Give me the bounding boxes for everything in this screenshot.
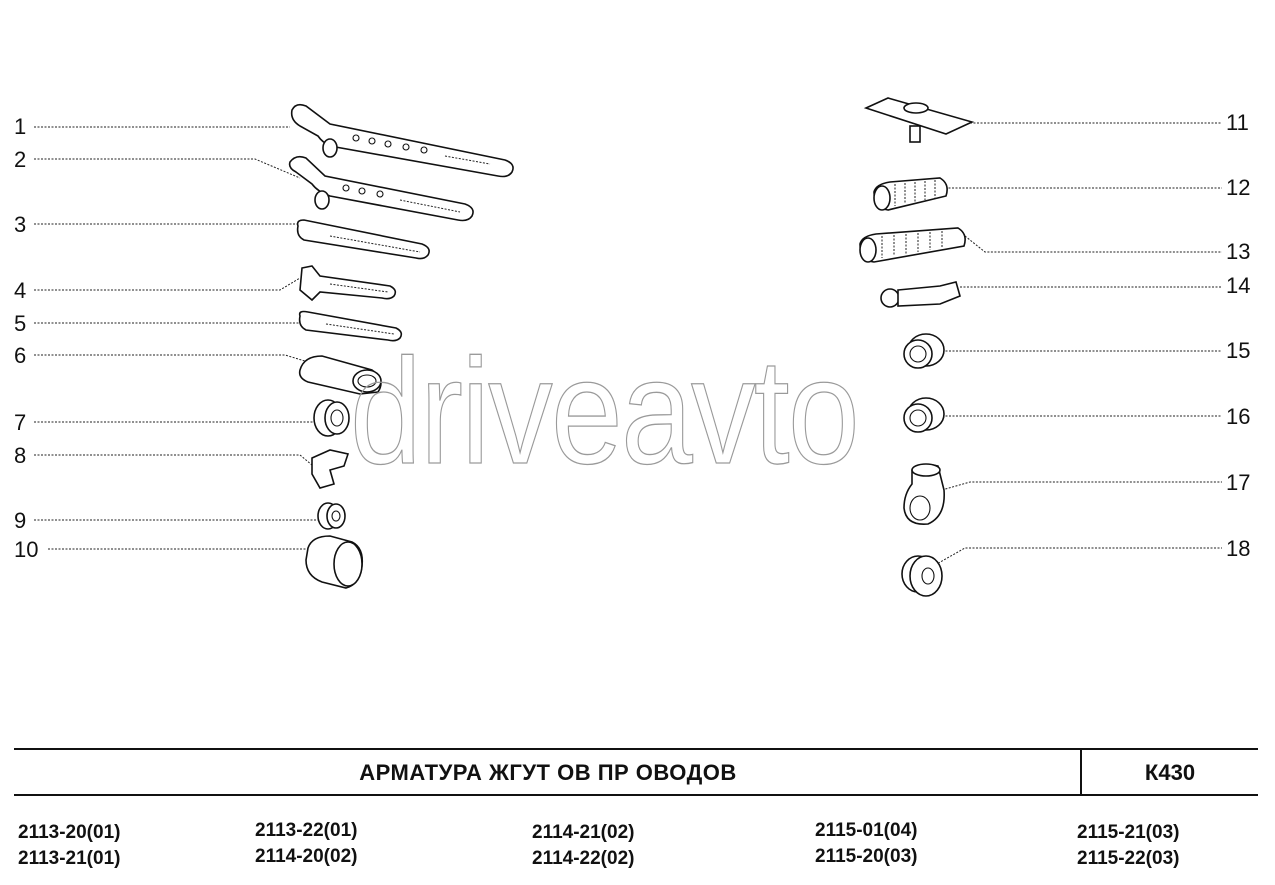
model-group-4: 2115-01(04) 2115-20(03)	[815, 818, 917, 870]
label-2: 2	[14, 147, 26, 172]
model-code: 2115-21(03)	[1077, 822, 1180, 843]
part-10-cap	[305, 535, 364, 589]
part-11-plate-stud	[863, 97, 975, 143]
model-code: 2114-22(02)	[532, 848, 635, 869]
model-code: 2115-22(03)	[1077, 848, 1180, 869]
page-title: АРМАТУРА ЖГУТ ОВ ПР ОВОДОВ	[359, 760, 737, 785]
leader-lines-left	[34, 126, 320, 550]
watermark: driveavto	[349, 326, 860, 495]
part-3-cable-tie	[296, 219, 430, 260]
label-10: 10	[14, 537, 38, 562]
model-group-3: 2114-21(02) 2114-22(02)	[532, 820, 634, 872]
part-14-boot	[880, 281, 961, 308]
model-code: 2113-22(01)	[255, 820, 358, 841]
part-6-sleeve	[298, 355, 382, 395]
label-16: 16	[1226, 404, 1250, 429]
title-block: АРМАТУРА ЖГУТ ОВ ПР ОВОДОВ К430	[14, 748, 1258, 796]
title-divider	[1080, 750, 1082, 794]
label-4: 4	[14, 278, 26, 303]
part-2-strap-tie	[288, 155, 474, 222]
label-11: 11	[1226, 110, 1249, 135]
part-17-elbow-grommet	[903, 463, 945, 525]
label-5: 5	[14, 311, 26, 336]
part-16-grommet	[903, 397, 945, 433]
model-code: 2115-20(03)	[815, 846, 918, 867]
label-15: 15	[1226, 338, 1250, 363]
part-7-grommet	[313, 399, 350, 437]
model-code: 2115-01(04)	[815, 820, 918, 841]
model-code: 2113-21(01)	[18, 848, 121, 869]
label-9: 9	[14, 508, 26, 533]
label-6: 6	[14, 343, 26, 368]
model-code: 2113-20(01)	[18, 822, 121, 843]
label-17: 17	[1226, 470, 1250, 495]
label-12: 12	[1226, 175, 1250, 200]
label-13: 13	[1226, 239, 1250, 264]
part-12-corrugated-tube	[873, 177, 948, 211]
part-18-plug	[901, 555, 943, 597]
part-8-clip	[311, 449, 350, 489]
part-5-cable-tie	[298, 310, 403, 342]
model-group-1: 2113-20(01) 2113-21(01)	[18, 820, 120, 872]
model-group-5: 2115-21(03) 2115-22(03)	[1077, 820, 1179, 872]
model-code: 2114-20(02)	[255, 846, 358, 867]
page-code: К430	[1144, 760, 1196, 785]
part-9-bushing	[317, 502, 346, 530]
number-labels-left: 1 2 3 4 5 6 7 8 9 10	[14, 114, 38, 562]
model-code: 2114-21(02)	[532, 822, 635, 843]
label-1: 1	[14, 114, 26, 139]
model-group-2: 2113-22(01) 2114-20(02)	[255, 818, 357, 870]
part-13-corrugated-tube	[859, 227, 966, 263]
part-1-strap-tie	[290, 103, 514, 178]
number-labels-right: 11 12 13 14 15 16 17 18	[1226, 110, 1250, 561]
label-14: 14	[1226, 273, 1250, 298]
label-3: 3	[14, 212, 26, 237]
part-4-cable-tie-clip	[299, 265, 397, 302]
label-8: 8	[14, 443, 26, 468]
leader-lines-right	[934, 122, 1222, 566]
label-7: 7	[14, 410, 26, 435]
part-15-grommet	[903, 333, 945, 369]
label-18: 18	[1226, 536, 1250, 561]
